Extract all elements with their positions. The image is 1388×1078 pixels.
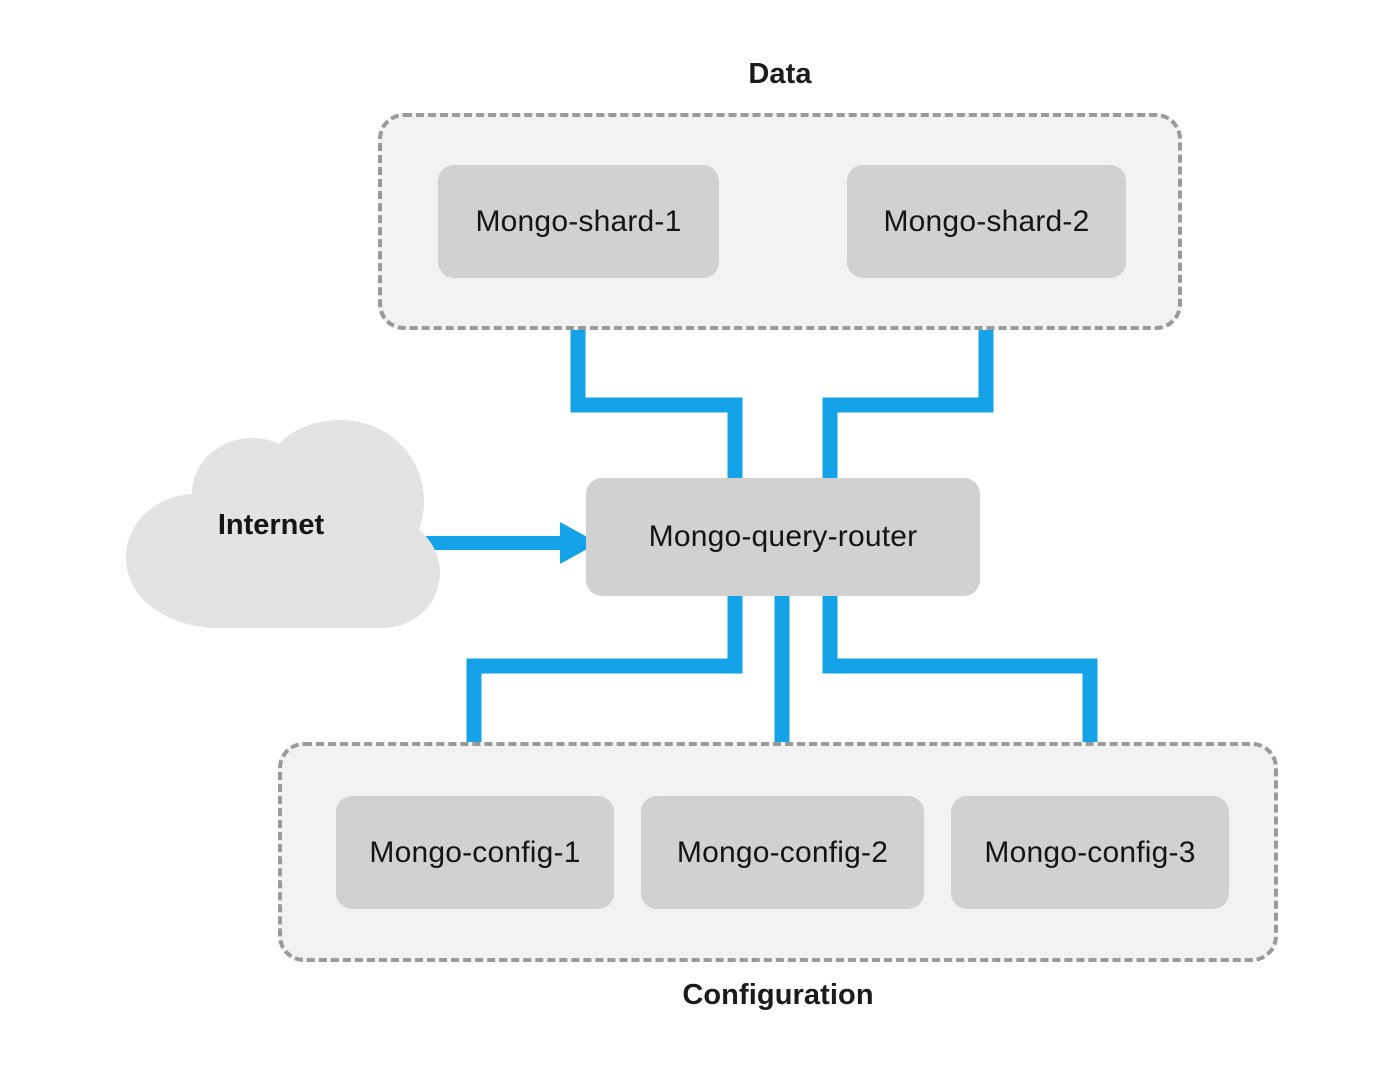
node-mongo-config-1[interactable]: Mongo-config-1 bbox=[336, 796, 614, 909]
node-label: Mongo-shard-2 bbox=[883, 204, 1090, 238]
node-mongo-config-2[interactable]: Mongo-config-2 bbox=[641, 796, 924, 909]
node-mongo-shard-2[interactable]: Mongo-shard-2 bbox=[847, 165, 1126, 278]
node-mongo-query-router[interactable]: Mongo-query-router bbox=[586, 478, 980, 596]
node-mongo-config-3[interactable]: Mongo-config-3 bbox=[951, 796, 1229, 909]
node-label: Mongo-config-3 bbox=[984, 835, 1196, 869]
node-label: Mongo-config-1 bbox=[369, 835, 581, 869]
node-label: Mongo-shard-1 bbox=[475, 204, 682, 238]
group-configuration-label: Configuration bbox=[682, 979, 874, 1011]
node-mongo-shard-1[interactable]: Mongo-shard-1 bbox=[438, 165, 719, 278]
node-internet-cloud[interactable]: Internet bbox=[112, 420, 452, 630]
node-label: Mongo-config-2 bbox=[676, 835, 889, 869]
group-data-label: Data bbox=[748, 58, 812, 90]
cloud-icon bbox=[126, 420, 440, 628]
node-label: Mongo-query-router bbox=[648, 520, 918, 553]
internet-label: Internet bbox=[217, 508, 325, 541]
